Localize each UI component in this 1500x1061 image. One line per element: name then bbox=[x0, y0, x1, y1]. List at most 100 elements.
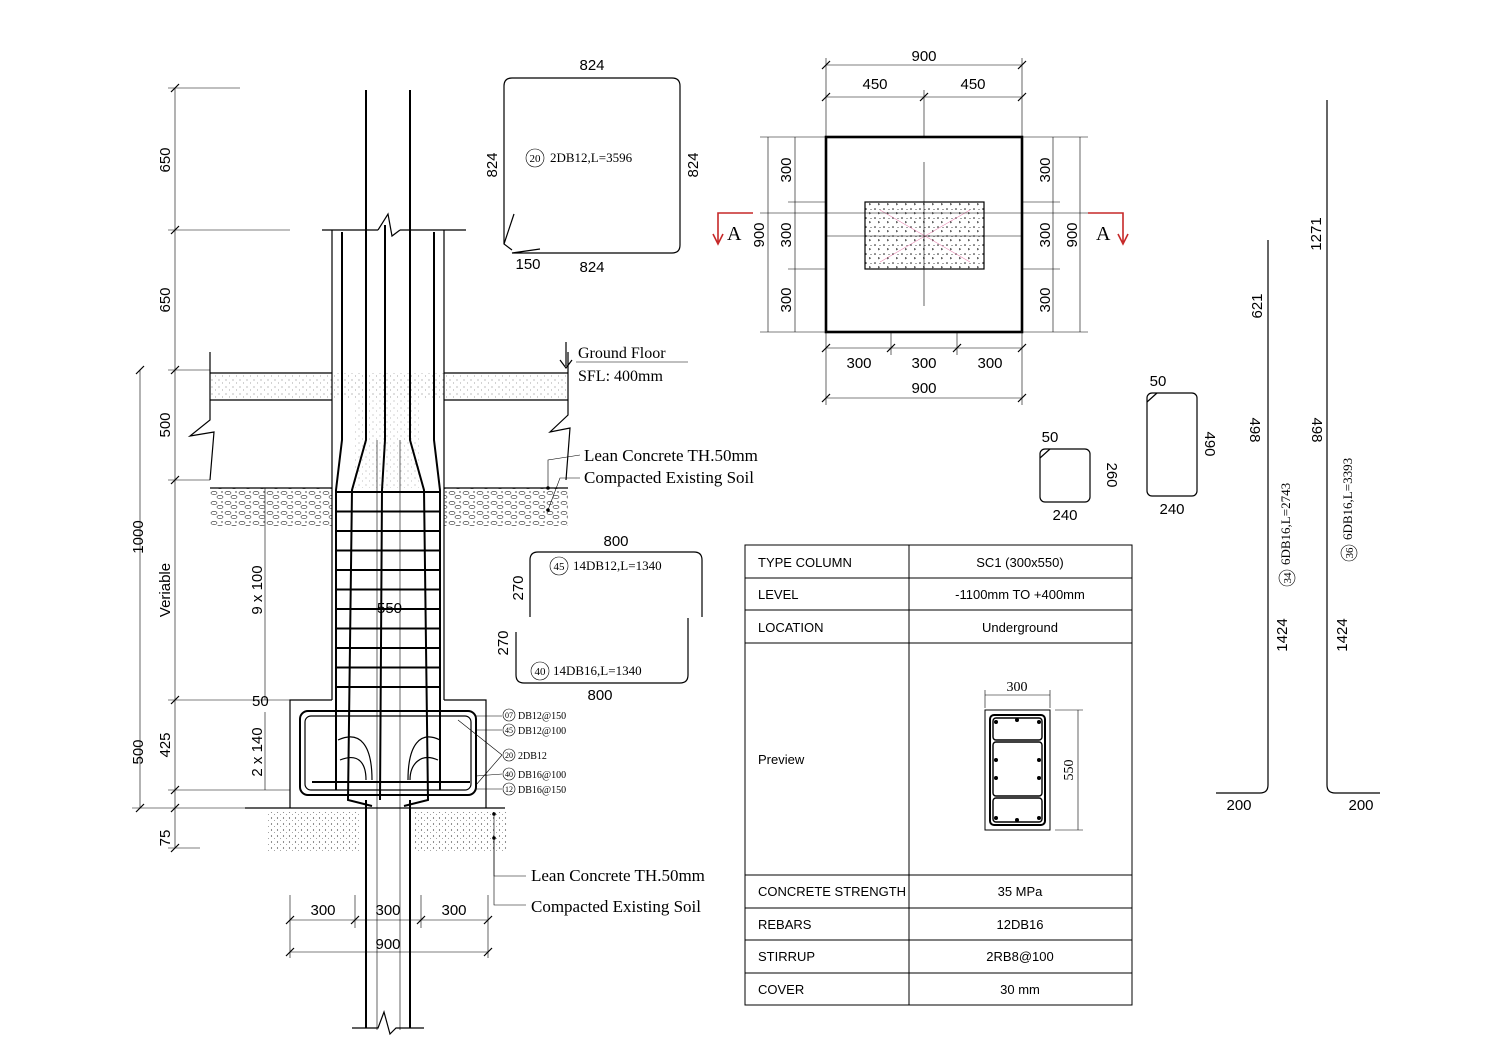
bar36-label: 6DB16,L=3393 bbox=[1340, 458, 1355, 540]
label-2db12: 2DB12 bbox=[518, 751, 547, 762]
stirrup20-top: 824 bbox=[579, 57, 604, 74]
dim-650-top: 650 bbox=[157, 147, 174, 172]
stirrup-b-height: 490 bbox=[1201, 431, 1218, 456]
dim-2x140: 2 x 140 bbox=[249, 727, 266, 776]
row-location-label: LOCATION bbox=[758, 620, 824, 635]
stirrup-a-height: 260 bbox=[1103, 462, 1120, 487]
bar36-top: 1271 bbox=[1308, 217, 1325, 250]
soil-upper: Compacted Existing Soil bbox=[584, 468, 754, 487]
label-db12-150: DB12@150 bbox=[518, 711, 566, 722]
row-preview-label: Preview bbox=[758, 752, 805, 767]
stirrup-shape-20: 824 824 824 824 150 20 2DB12,L=3596 bbox=[484, 57, 702, 276]
stirrup20-right: 824 bbox=[685, 152, 702, 177]
dim-500-lower: 500 bbox=[130, 739, 147, 764]
row-concrete-label: CONCRETE STRENGTH bbox=[758, 884, 906, 899]
plan-top-total: 900 bbox=[911, 48, 936, 65]
bar36-foot: 200 bbox=[1348, 797, 1373, 814]
row-level-label: LEVEL bbox=[758, 587, 798, 602]
row-stirrup-label: STIRRUP bbox=[758, 949, 815, 964]
sfl-label: SFL: 400mm bbox=[578, 368, 663, 385]
column-width-label: 550 bbox=[377, 600, 402, 617]
plan-left-3: 300 bbox=[778, 287, 795, 312]
bottom-dim-3: 300 bbox=[441, 902, 466, 919]
column-schedule-table: TYPE COLUMN SC1 (300x550) LEVEL -1100mm … bbox=[744, 544, 1133, 1006]
column-stirrups bbox=[336, 491, 440, 688]
stirrup20-hook: 150 bbox=[515, 256, 540, 273]
ubar-mark-40: 40 bbox=[535, 666, 547, 678]
dim-425: 425 bbox=[157, 732, 174, 757]
stirrup-b-width: 240 bbox=[1159, 501, 1184, 518]
bar34-label: 6DB16,L=2743 bbox=[1278, 483, 1293, 565]
dim-500-upper: 500 bbox=[157, 412, 174, 437]
row-rebars-value: 12DB16 bbox=[997, 917, 1044, 932]
ubar-leg-bottom: 270 bbox=[495, 630, 512, 655]
bar34-mid: 498 bbox=[1246, 417, 1263, 442]
stirrup20-left: 824 bbox=[484, 152, 501, 177]
stirrup20-label: 2DB12,L=3596 bbox=[550, 150, 633, 165]
lean-concrete-lower: Lean Concrete TH.50mm bbox=[531, 866, 705, 885]
section-mark-left: A bbox=[727, 223, 742, 245]
label-db16-100: DB16@100 bbox=[518, 770, 566, 781]
column-elevation: 650 650 500 1000 Veriable 500 425 75 9 x… bbox=[130, 83, 758, 1036]
row-type-label: TYPE COLUMN bbox=[758, 555, 852, 570]
dim-50: 50 bbox=[252, 693, 269, 710]
stirrup-b-hook: 50 bbox=[1150, 373, 1167, 390]
ground-floor-label: Ground Floor bbox=[578, 345, 666, 362]
plan-left-total: 900 bbox=[751, 222, 768, 247]
lean-concrete-upper: Lean Concrete TH.50mm bbox=[584, 446, 758, 465]
bar36-low: 1424 bbox=[1334, 618, 1351, 651]
plan-right-1: 300 bbox=[1037, 157, 1054, 182]
row-location-value: Underground bbox=[982, 620, 1058, 635]
mark-45-footing: 45 bbox=[505, 726, 513, 735]
bar36-mark: 36 bbox=[1344, 547, 1356, 559]
bottom-dim-2: 300 bbox=[375, 902, 400, 919]
row-level-value: -1100mm TO +400mm bbox=[955, 587, 1085, 602]
preview-width: 300 bbox=[1007, 680, 1028, 695]
row-stirrup-value: 2RB8@100 bbox=[986, 949, 1053, 964]
plan-top-half-2: 450 bbox=[960, 76, 985, 93]
label-db16-150: DB16@150 bbox=[518, 785, 566, 796]
section-arrow-right bbox=[1088, 212, 1129, 246]
row-cover-value: 30 mm bbox=[1000, 982, 1040, 997]
dim-9x100: 9 x 100 bbox=[249, 565, 266, 614]
section-arrow-left bbox=[712, 212, 753, 246]
preview-height: 550 bbox=[1062, 760, 1077, 781]
soil-lower: Compacted Existing Soil bbox=[531, 897, 701, 916]
plan-bottom-1: 300 bbox=[846, 355, 871, 372]
bar34-foot: 200 bbox=[1226, 797, 1251, 814]
stirrup-a-hook: 50 bbox=[1042, 429, 1059, 446]
label-db12-100: DB12@100 bbox=[518, 726, 566, 737]
mark-20-footing: 20 bbox=[505, 751, 513, 760]
plan-bottom-2: 300 bbox=[911, 355, 936, 372]
mark-07: 07 bbox=[505, 711, 513, 720]
footing-plan: 900 450 450 300 300 300 900 300 300 300 … bbox=[712, 48, 1129, 405]
bar34-top: 621 bbox=[1249, 293, 1266, 318]
plan-right-2: 300 bbox=[1037, 222, 1054, 247]
dim-veriable: Veriable bbox=[157, 563, 174, 617]
plan-bottom-3: 300 bbox=[977, 355, 1002, 372]
plan-bottom-total: 900 bbox=[911, 380, 936, 397]
ubar-mark-45: 45 bbox=[554, 561, 566, 573]
row-rebars-label: REBARS bbox=[758, 917, 812, 932]
bottom-dim-total: 900 bbox=[375, 936, 400, 953]
plan-top-half-1: 450 bbox=[862, 76, 887, 93]
ubar-bottom-width: 800 bbox=[587, 687, 612, 704]
mark-12: 12 bbox=[505, 785, 513, 794]
stirrup-a-width: 240 bbox=[1052, 507, 1077, 524]
plan-left-1: 300 bbox=[778, 157, 795, 182]
small-stirrups: 50 260 240 50 490 240 bbox=[1039, 373, 1218, 524]
mark-40-footing: 40 bbox=[505, 770, 513, 779]
bottom-dim-1: 300 bbox=[310, 902, 335, 919]
row-concrete-value: 35 MPa bbox=[998, 884, 1044, 899]
column-section-preview: 300 550 bbox=[984, 680, 1083, 831]
footing-bar-labels: 07 DB12@150 45 DB12@100 20 2DB12 40 DB16… bbox=[457, 708, 566, 796]
dim-1000: 1000 bbox=[130, 520, 147, 553]
plan-right-3: 300 bbox=[1037, 287, 1054, 312]
dim-75: 75 bbox=[157, 830, 174, 847]
long-bars: 621 498 1424 200 34 6DB16,L=2743 1271 49… bbox=[1216, 100, 1380, 814]
bar36-mid: 498 bbox=[1308, 417, 1325, 442]
u-bars: 800 800 270 270 45 14DB12,L=1340 40 14DB… bbox=[495, 533, 703, 704]
dim-650-mid: 650 bbox=[157, 287, 174, 312]
ubar-label-bottom: 14DB16,L=1340 bbox=[553, 663, 642, 678]
